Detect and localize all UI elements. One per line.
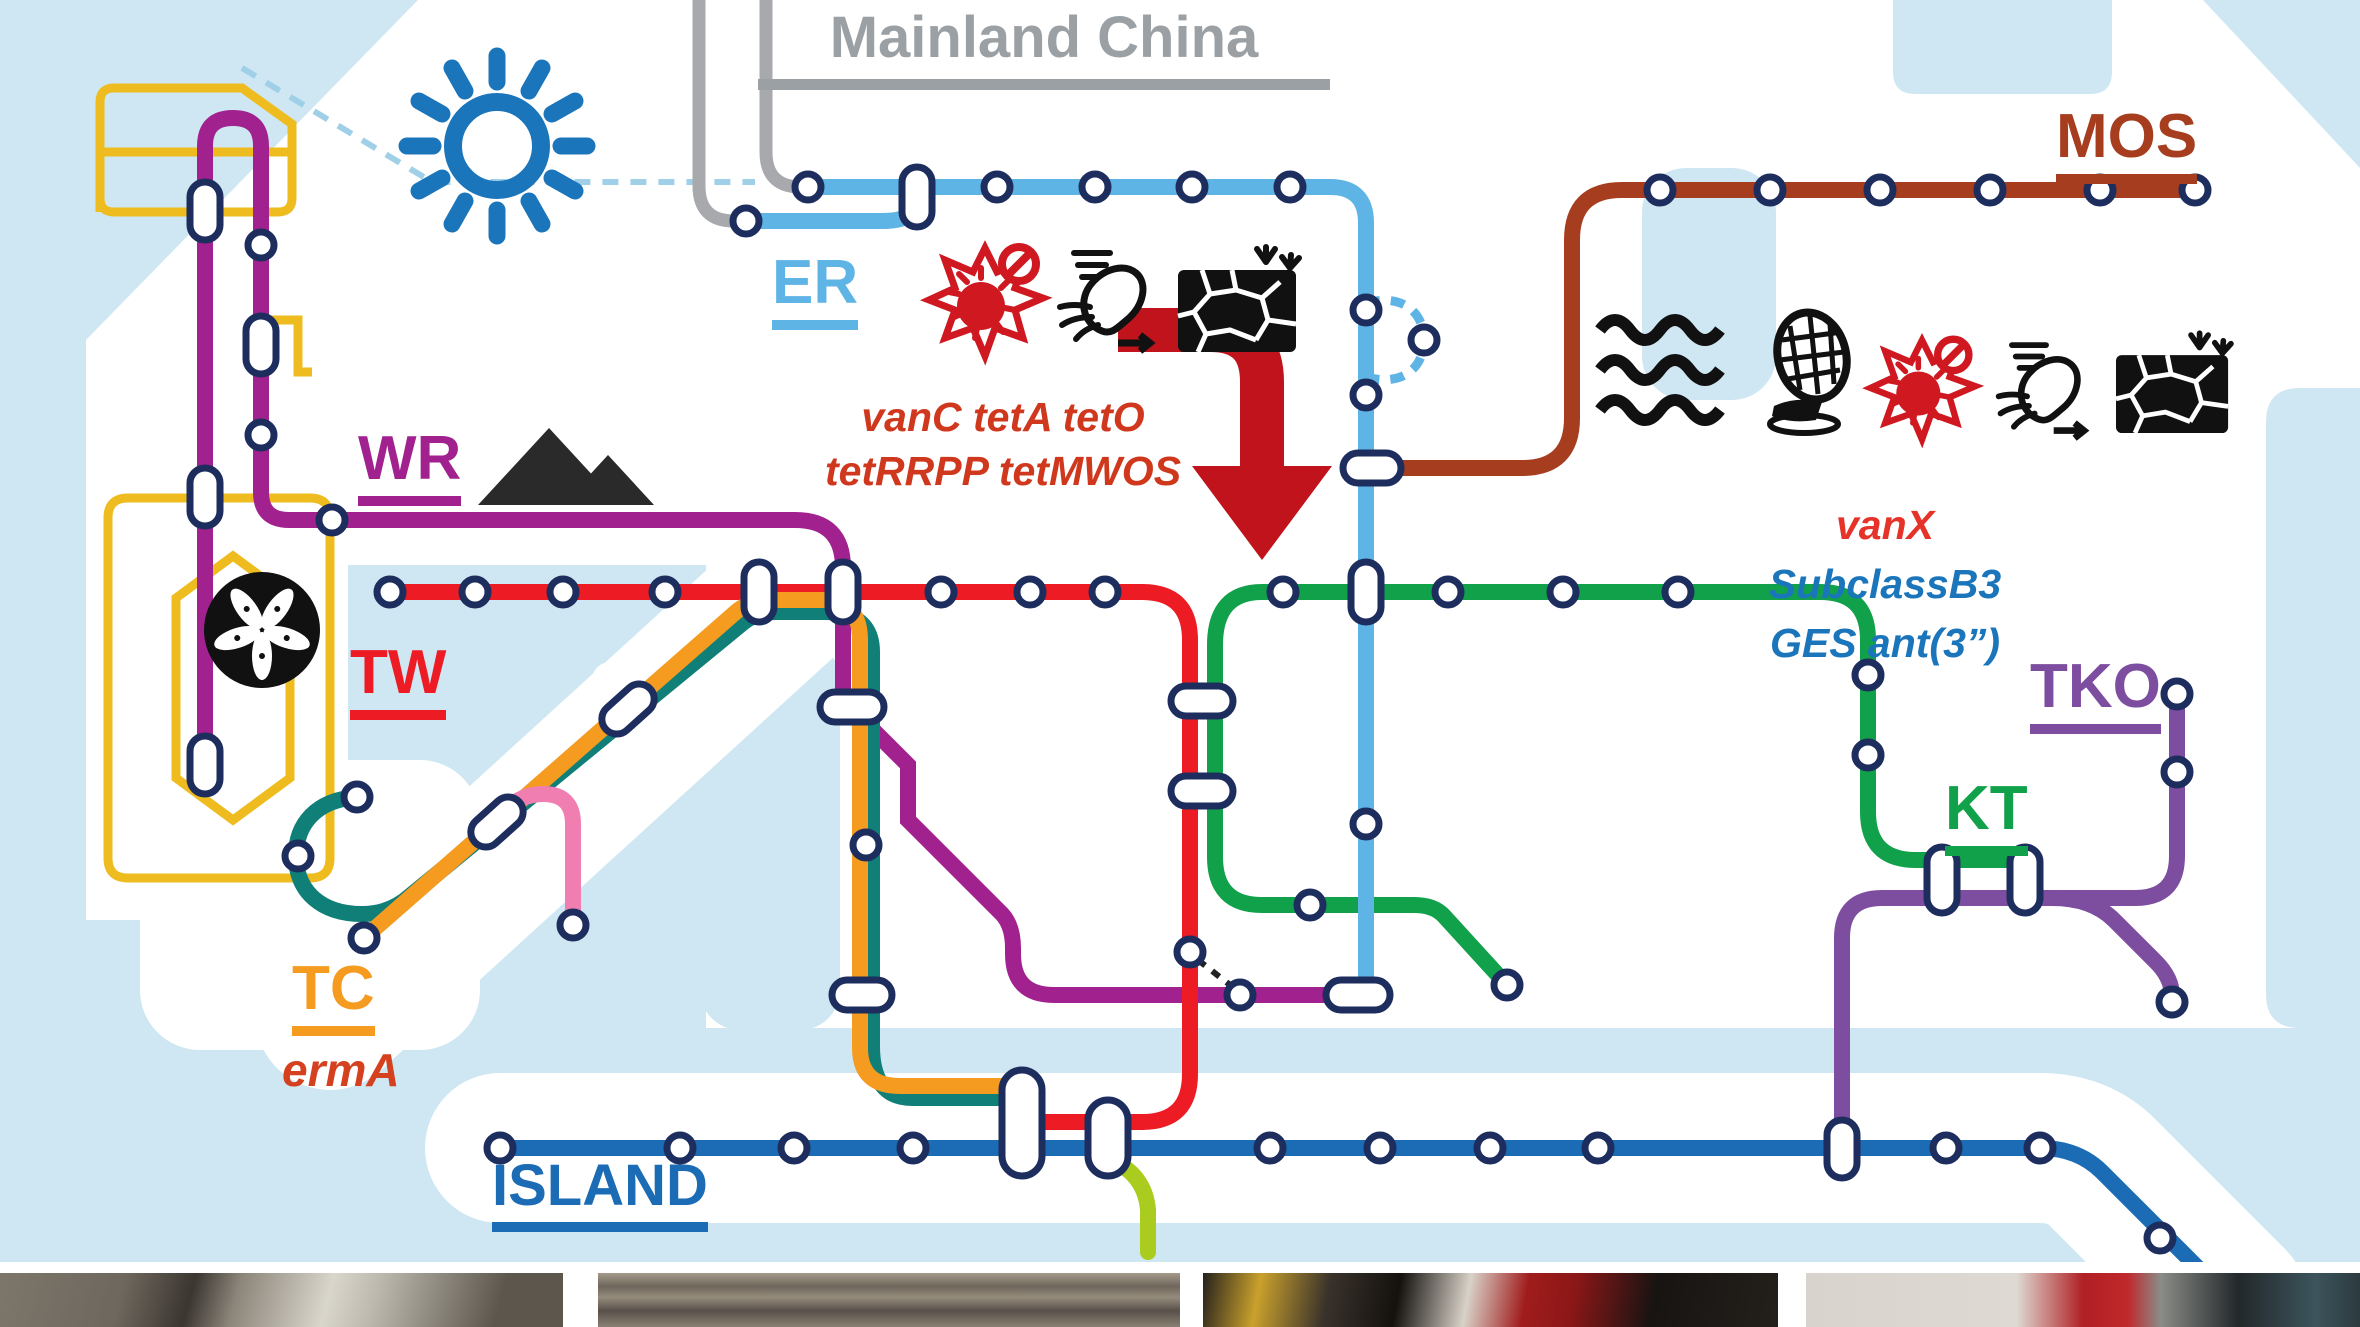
line-label-er: ER [772, 250, 859, 331]
flagellated-bacterium-icon [1057, 250, 1156, 354]
line-mos [1388, 182, 2203, 476]
cracked-mud-icon [2115, 330, 2234, 434]
interchange-capsules [186, 163, 2044, 1182]
cracked-mud-icon [1177, 244, 1302, 354]
region-label-mainland-china: Mainland China [758, 7, 1330, 90]
line-kt [1207, 584, 2038, 993]
mos-genes-line2: SubclassB3 [1768, 561, 2002, 607]
hk-bauhinia-emblem [204, 572, 320, 688]
line-label-tc: TC [292, 956, 375, 1037]
mos-genes-line1: vanX [1836, 502, 1934, 548]
line-wr [197, 109, 1338, 1003]
flagellated-bacterium-icon [1995, 342, 2090, 441]
line-tw [382, 584, 1198, 1130]
line-label-tko: TKO [2030, 654, 2161, 735]
line-label-island: ISLAND [492, 1155, 708, 1232]
gene-annotation-tc: ermA [282, 1044, 400, 1096]
er-genes-line2: tetRRPP tetMWOS [824, 448, 1182, 494]
interior-ceiling-photo [0, 1273, 563, 1327]
line-label-kt: KT [1945, 776, 2028, 857]
red-pillar-photo [1806, 1273, 2360, 1327]
people-red-pole-photo [1203, 1273, 1778, 1327]
line-label-tw: TW [350, 640, 447, 721]
gene-annotation-er: vanC tetA tetO tetRRPP tetMWOS [778, 390, 1228, 498]
line-label-wr: WR [358, 426, 462, 507]
gene-annotation-mos: vanX SubclassB3 GES ant(3”) [1710, 496, 2060, 673]
station-dots [244, 170, 2212, 1255]
walking-link-dashed [1196, 957, 1236, 991]
pathogen-burst-icon [920, 240, 1053, 366]
sieve-hand-icon [1767, 308, 1851, 436]
mountain-icon [478, 428, 654, 505]
er-genes-line1: vanC tetA tetO [861, 394, 1145, 440]
water-waves-icon [1595, 314, 1725, 426]
mos-genes-line3: GES ant(3”) [1769, 620, 2001, 666]
pathogen-burst-icon [1862, 332, 1985, 449]
line-label-mos: MOS [2056, 104, 2198, 185]
wall-pipes-photo [598, 1273, 1180, 1327]
sun-icon [398, 47, 596, 245]
